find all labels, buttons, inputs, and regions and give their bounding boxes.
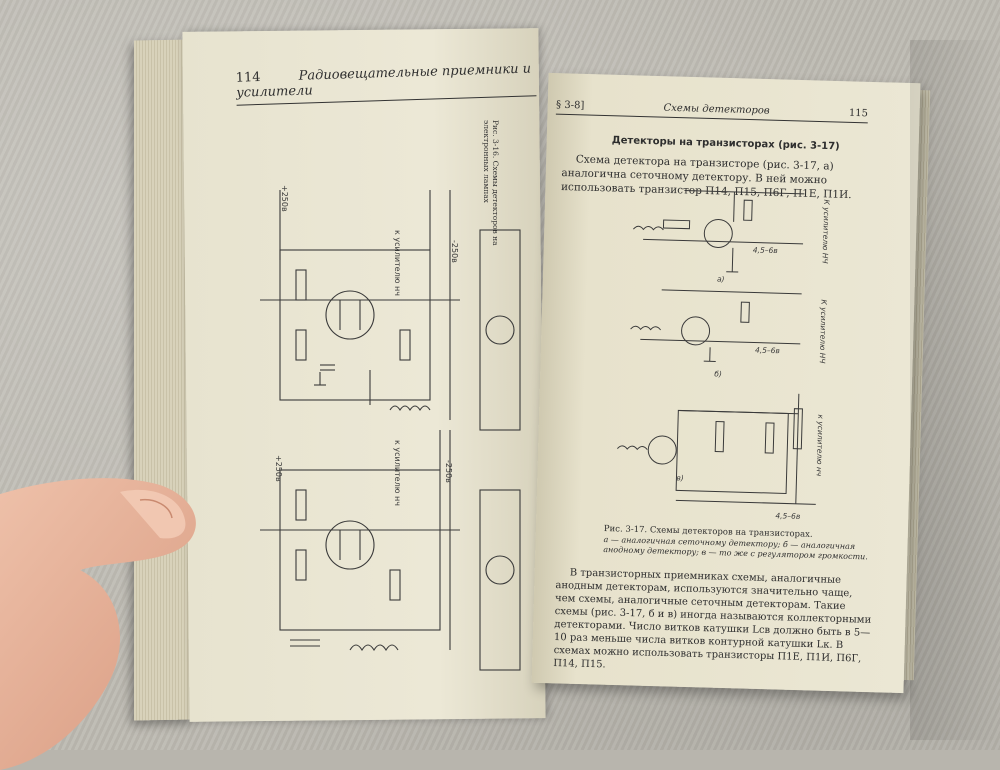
voltage-label-c: 4,5–6в (775, 511, 800, 521)
schem-label-top-minus: -250в (450, 240, 459, 263)
left-page-number: 114 (236, 70, 261, 86)
fig-label-c: в) (676, 473, 684, 482)
transistor-schematics: а) б) в) 4,5–6в 4,5–6в 4,5–6в К усилител… (615, 179, 854, 525)
schem-label-bottom-plus: +250в (274, 455, 283, 482)
amp-label-c: к усилителю нч (815, 414, 826, 477)
hand (0, 440, 220, 770)
voltage-label-a: 4,5–6в (753, 245, 778, 255)
left-tube-schematics: к усилителю нч к усилителю нч +250в +250… (200, 130, 530, 690)
schem-label-top-amp: к усилителю нч (393, 230, 402, 296)
amp-label-a: К усилителю НЧ (821, 199, 832, 263)
voltage-label-b: 4,5–6в (755, 346, 780, 356)
paragraph-main: В транзисторных приемниках схемы, аналог… (553, 566, 876, 679)
schem-label-top-plus: +250в (280, 185, 289, 212)
section-marker: § 3-8] (556, 100, 584, 112)
fig-label-a: а) (717, 274, 725, 283)
fig-label-b: б) (714, 369, 722, 378)
schem-label-bottom-minus: -250в (444, 460, 453, 483)
amp-label-b: К усилителю НЧ (818, 299, 829, 363)
right-shadow (910, 40, 1000, 740)
right-head-title: Схемы детекторов (663, 103, 769, 117)
schem-label-bottom-amp: к усилителю нч (393, 440, 402, 506)
right-page-number: 115 (849, 108, 868, 120)
